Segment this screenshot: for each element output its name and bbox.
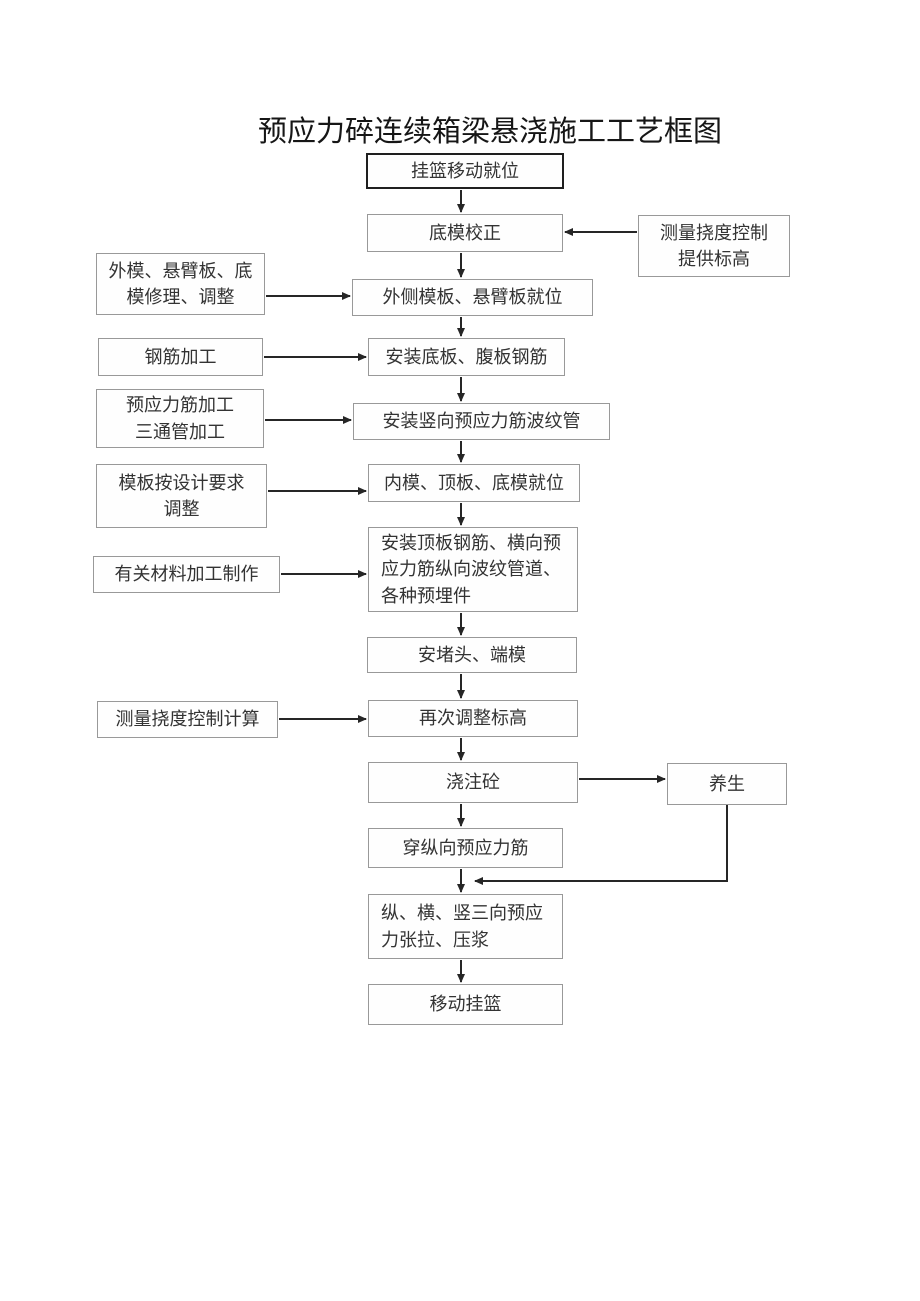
node-curing: 养生 xyxy=(667,763,787,805)
node-rebar-processing: 钢筋加工 xyxy=(98,338,263,376)
node-move-hanging-basket: 移动挂篮 xyxy=(368,984,563,1025)
node-basket-move-into-place: 挂篮移动就位 xyxy=(366,153,564,189)
node-install-bottom-web-rebar: 安装底板、腹板钢筋 xyxy=(368,338,565,376)
node-readjust-elevation: 再次调整标高 xyxy=(368,700,578,737)
node-inner-top-bottom-form-in-place: 内模、顶板、底模就位 xyxy=(368,464,580,502)
node-outer-form-cantilever-repair: 外模、悬臂板、底 模修理、调整 xyxy=(96,253,265,315)
node-bottom-form-correction: 底模校正 xyxy=(367,214,563,252)
node-prestress-tendon-tee-processing: 预应力筋加工 三通管加工 xyxy=(96,389,264,448)
node-tension-and-grouting: 纵、横、竖三向预应 力张拉、压浆 xyxy=(368,894,563,959)
node-install-top-rebar-ducts-embeds: 安装顶板钢筋、横向预 应力筋纵向波纹管道、 各种预埋件 xyxy=(368,527,578,612)
node-pour-concrete: 浇注砼 xyxy=(368,762,578,803)
node-measure-deflection-provide-elevation: 测量挠度控制 提供标高 xyxy=(638,215,790,277)
diagram-title: 预应力碎连续箱梁悬浇施工工艺框图 xyxy=(257,116,722,148)
node-form-adjust-per-design: 模板按设计要求 调整 xyxy=(96,464,267,528)
node-material-processing: 有关材料加工制作 xyxy=(93,556,280,593)
node-deflection-control-calculation: 测量挠度控制计算 xyxy=(97,701,278,738)
node-install-end-forms: 安堵头、端模 xyxy=(367,637,577,673)
node-thread-longitudinal-tendons: 穿纵向预应力筋 xyxy=(368,828,563,868)
node-install-vertical-tendon-duct: 安装竖向预应力筋波纹管 xyxy=(353,403,610,440)
node-outer-form-in-place: 外侧模板、悬臂板就位 xyxy=(352,279,593,316)
